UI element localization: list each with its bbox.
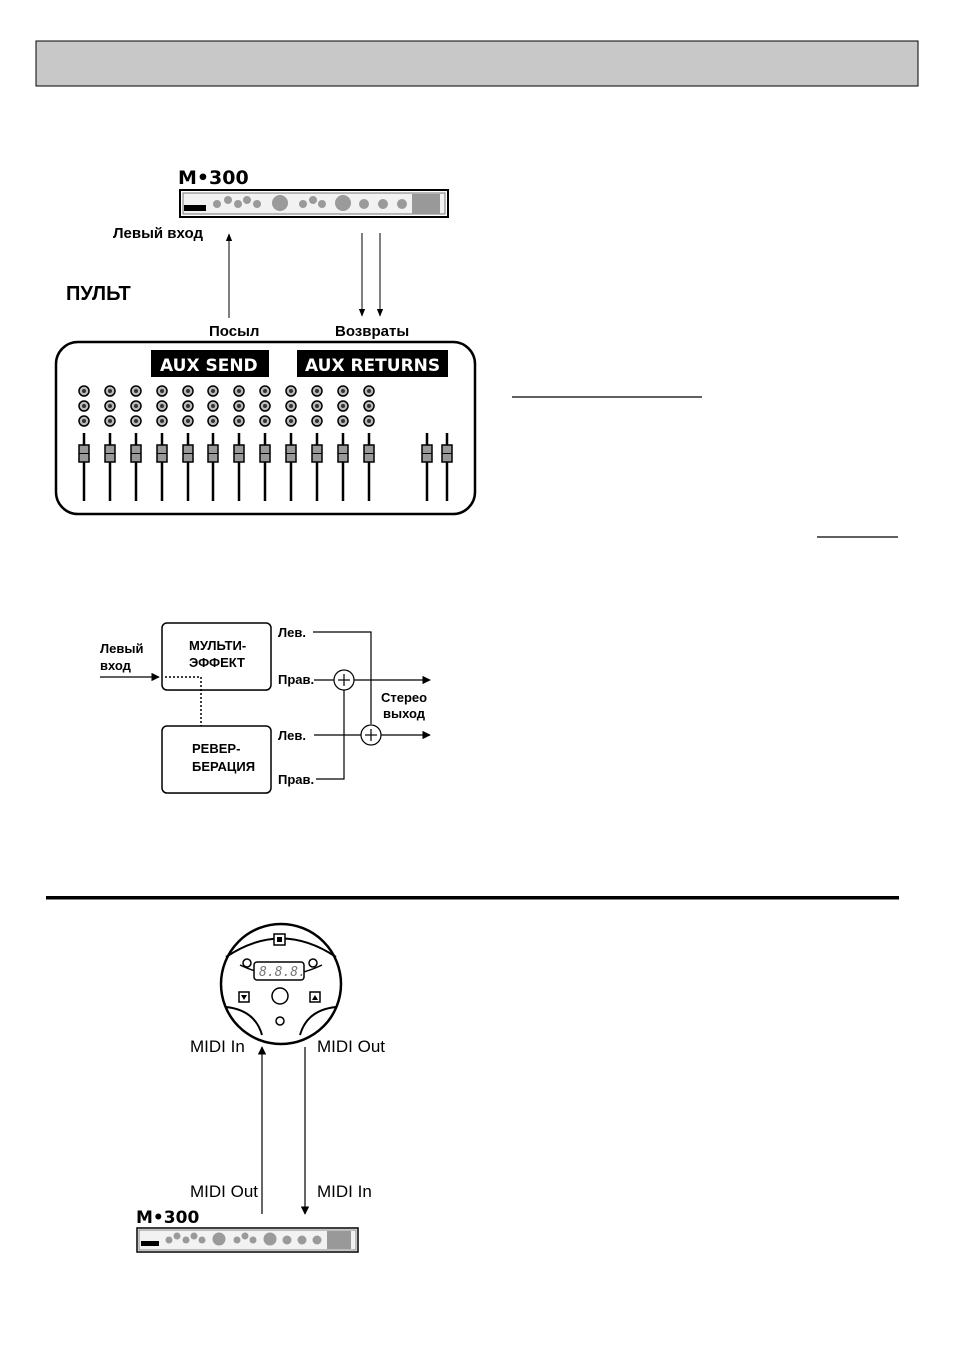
console-knobs bbox=[78, 385, 375, 427]
console-knob-center bbox=[160, 389, 164, 393]
aux-returns-label: AUX RETURNS bbox=[305, 356, 440, 376]
console-knob-center bbox=[211, 419, 215, 423]
brand-logo bbox=[184, 205, 206, 211]
console-knob-center bbox=[186, 389, 190, 393]
console-knob-center bbox=[315, 389, 319, 393]
aux-send-badge bbox=[151, 350, 269, 377]
send-label: Посыл bbox=[209, 323, 259, 340]
dotted-link bbox=[165, 676, 202, 733]
midi-in-top-label: MIDI In bbox=[190, 1037, 245, 1056]
lev-label-1: Лев. bbox=[278, 625, 306, 640]
console-knob-center bbox=[186, 419, 190, 423]
multi-effect-label-1: МУЛЬТИ- bbox=[189, 638, 246, 653]
header-band bbox=[35, 40, 919, 87]
console-knob-center bbox=[134, 389, 138, 393]
console-knob-center bbox=[82, 389, 86, 393]
display-digits: 8.8.8. bbox=[259, 965, 306, 980]
console-knob-center bbox=[289, 419, 293, 423]
console-knob-center bbox=[237, 404, 241, 408]
console-knob-center bbox=[108, 419, 112, 423]
rack-display-bottom bbox=[327, 1231, 351, 1249]
midi-in-bottom-label: MIDI In bbox=[317, 1182, 372, 1201]
controller-display bbox=[253, 961, 305, 981]
reverb-box bbox=[161, 725, 272, 794]
console-knob-center bbox=[108, 389, 112, 393]
rack-display bbox=[412, 194, 440, 214]
console-knob-center bbox=[263, 389, 267, 393]
console-knob-center bbox=[108, 404, 112, 408]
console-knob-center bbox=[289, 404, 293, 408]
console-knob-center bbox=[367, 389, 371, 393]
midi-out-top-label: MIDI Out bbox=[317, 1037, 385, 1056]
console-knob-center bbox=[211, 404, 215, 408]
led-right bbox=[308, 958, 318, 968]
console-knob-center bbox=[160, 419, 164, 423]
aux-returns-badge bbox=[297, 350, 448, 377]
console-knob-center bbox=[315, 404, 319, 408]
console-knob-center bbox=[289, 389, 293, 393]
console-knob-center bbox=[237, 389, 241, 393]
console-knob-center bbox=[341, 404, 345, 408]
device-model-bottom: M•300 bbox=[136, 1208, 199, 1228]
console-faders bbox=[78, 433, 453, 501]
console-knob-center bbox=[263, 404, 267, 408]
signal-flow-diagram: Левый вход МУЛЬТИ- ЭФФЕКТ РЕВЕР- БЕРАЦИЯ… bbox=[100, 622, 431, 794]
reverb-label-2: БЕРАЦИЯ bbox=[192, 759, 255, 774]
console-knob-center bbox=[82, 404, 86, 408]
console-knob-center bbox=[186, 404, 190, 408]
console-knob-center bbox=[134, 419, 138, 423]
prav-label-1: Прав. bbox=[278, 672, 314, 687]
mixing-console: AUX SEND AUX RETURNS bbox=[54, 340, 477, 516]
returns-label: Возвраты bbox=[335, 323, 409, 340]
multi-effect-box bbox=[161, 622, 272, 691]
multi-effect-label-2: ЭФФЕКТ bbox=[189, 655, 245, 670]
lev-label-2: Лев. bbox=[278, 728, 306, 743]
console-knob-center bbox=[367, 419, 371, 423]
console-knob-center bbox=[341, 389, 345, 393]
prav-label-2: Прав. bbox=[278, 772, 314, 787]
stereo-label-1: Стерео bbox=[381, 690, 427, 705]
led-bottom bbox=[275, 1016, 285, 1026]
console-knob-center bbox=[367, 404, 371, 408]
brand-logo-bottom bbox=[141, 1241, 159, 1246]
midi-foot-controller: 8.8.8. bbox=[219, 922, 343, 1046]
console-knob-center bbox=[315, 419, 319, 423]
console-knob-center bbox=[160, 404, 164, 408]
console-title: ПУЛЬТ bbox=[66, 283, 131, 305]
console-knob-center bbox=[134, 404, 138, 408]
midi-out-bottom-label: MIDI Out bbox=[190, 1182, 258, 1201]
center-knob bbox=[271, 987, 289, 1005]
aux-send-label: AUX SEND bbox=[160, 356, 258, 376]
console-knob-center bbox=[237, 419, 241, 423]
m300-rack-top bbox=[179, 189, 449, 218]
console-knob-center bbox=[263, 419, 267, 423]
left-input-label-2: вход bbox=[100, 658, 132, 673]
section-divider bbox=[46, 896, 899, 900]
m300-rack-bottom bbox=[136, 1227, 359, 1253]
reverb-label-1: РЕВЕР- bbox=[192, 741, 240, 756]
left-input-label-1: Левый bbox=[100, 641, 143, 656]
console-knob-center bbox=[211, 389, 215, 393]
led-left bbox=[242, 958, 252, 968]
left-input-top-label: Левый вход bbox=[113, 225, 203, 242]
stereo-label-2: выход bbox=[383, 706, 426, 721]
console-knob-center bbox=[341, 419, 345, 423]
console-knob-center bbox=[82, 419, 86, 423]
device-model-top: M•300 bbox=[178, 167, 249, 189]
